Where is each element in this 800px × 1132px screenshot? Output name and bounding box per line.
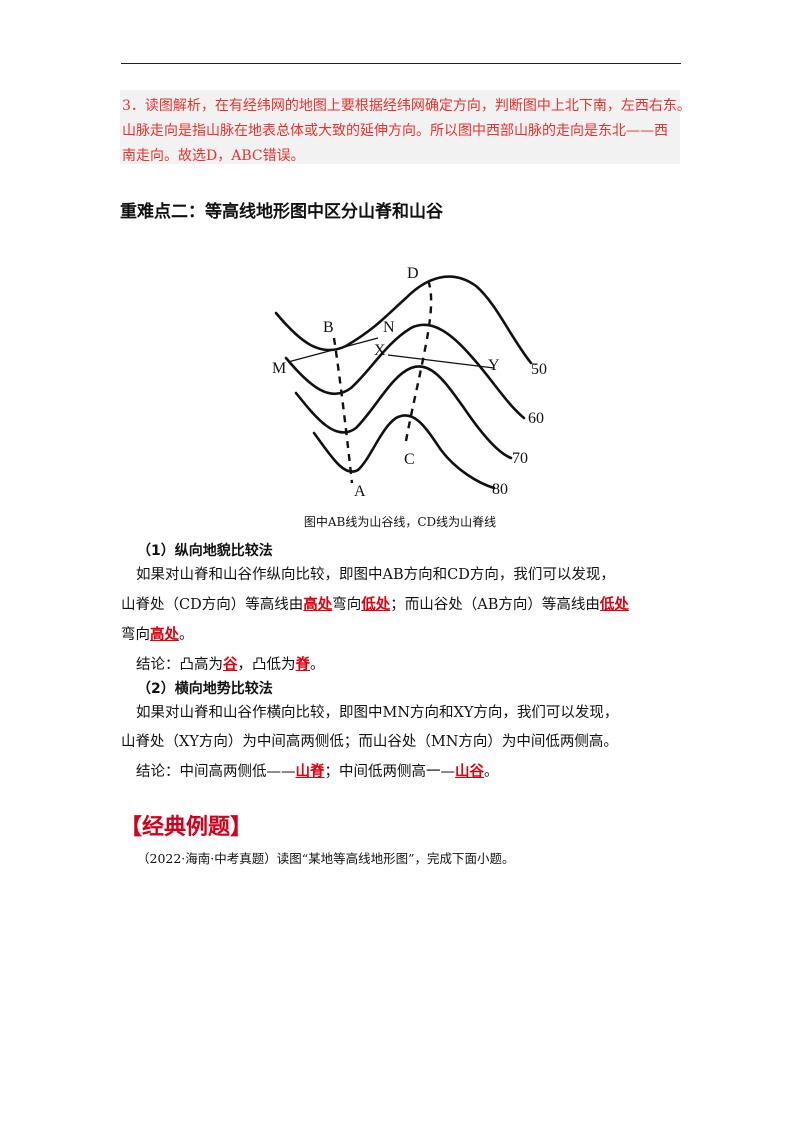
highlight: 高处 — [303, 596, 333, 613]
answer-explanation: 3．读图解析，在有经纬网的地图上要根据经纬网确定方向，判断图中上北下南，左西右东… — [120, 90, 691, 164]
label-m: M — [272, 360, 286, 377]
method1-conclusion: 结论：凸高为谷，凸低为脊。 — [136, 656, 325, 673]
contour-line-50 — [274, 275, 533, 365]
section-title: 重难点二：等高线地形图中区分山脊和山谷 — [120, 202, 443, 222]
ridge-line-cd — [404, 275, 433, 442]
highlight: 谷 — [223, 656, 238, 673]
label-n: N — [383, 319, 395, 336]
contour-line-80 — [312, 414, 496, 490]
example-title: 【经典例题】 — [120, 815, 253, 840]
line-xy — [387, 354, 495, 369]
method1-body: 如果对山脊和山谷作纵向比较，即图中AB方向和CD方向，我们可以发现， 山脊处（C… — [121, 561, 691, 680]
contour-line-60 — [284, 323, 526, 420]
method1-title: （1）纵向地貌比较法 — [137, 543, 273, 559]
method2-conclusion: 结论：中间高两侧低——山脊；中间低两侧高一—山谷。 — [136, 763, 499, 780]
label-y: Y — [488, 357, 500, 374]
method2-body: 如果对山脊和山谷作横向比较，即图中MN方向和XY方向，我们可以发现， 山脊处（X… — [121, 699, 691, 787]
contour-label-50: 50 — [531, 361, 547, 378]
contour-label-70: 70 — [512, 450, 528, 467]
highlight: 山脊 — [295, 763, 325, 780]
contour-label-60: 60 — [528, 410, 544, 427]
label-a: A — [354, 483, 366, 500]
method2-title: （2）横向地势比较法 — [137, 681, 273, 697]
example-intro: （2022·海南·中考真题）读图“某地等高线地形图”，完成下面小题。 — [137, 851, 515, 866]
answer-line-3: 南走向。故选D，ABC错误。 — [122, 148, 305, 164]
method1-line-3: 弯向高处。 — [121, 626, 194, 643]
method1-line-1: 如果对山脊和山谷作纵向比较，即图中AB方向和CD方向，我们可以发现， — [136, 567, 615, 583]
answer-line-2: 山脉走向是指山脉在地表总体或大致的延伸方向。所以图中西部山脉的走向是东北——西 — [122, 123, 668, 139]
header-rule — [121, 63, 681, 64]
line-mn — [287, 337, 379, 363]
highlight: 低处 — [361, 596, 391, 613]
label-x: X — [374, 342, 386, 359]
label-c: C — [404, 451, 415, 468]
contour-line-70 — [294, 365, 513, 460]
label-b: B — [323, 319, 334, 336]
method2-line-2: 山脊处（XY方向）为中间高两侧低；而山谷处（MN方向）为中间低两侧高。 — [121, 734, 618, 750]
highlight: 高处 — [150, 626, 179, 643]
contour-diagram: D B N X M Y C A 50 60 70 80 — [272, 265, 547, 500]
highlight: 脊 — [295, 656, 311, 673]
method2-line-1: 如果对山脊和山谷作横向比较，即图中MN方向和XY方向，我们可以发现， — [136, 705, 619, 721]
valley-line-ab — [332, 337, 354, 484]
highlight: 山谷 — [455, 763, 484, 780]
highlight: 低处 — [599, 596, 629, 613]
method1-line-2: 山脊处（CD方向）等高线由高处弯向低处；而山谷处（AB方向）等高线由低处 — [121, 596, 629, 613]
label-d: D — [407, 265, 419, 282]
contour-figure: D B N X M Y C A 50 60 70 80 — [266, 258, 556, 503]
contour-label-80: 80 — [492, 481, 508, 498]
answer-line-1: 3．读图解析，在有经纬网的地图上要根据经纬网确定方向，判断图中上北下南，左西右东… — [122, 98, 691, 114]
figure-caption: 图中AB线为山谷线，CD线为山脊线 — [303, 515, 497, 529]
